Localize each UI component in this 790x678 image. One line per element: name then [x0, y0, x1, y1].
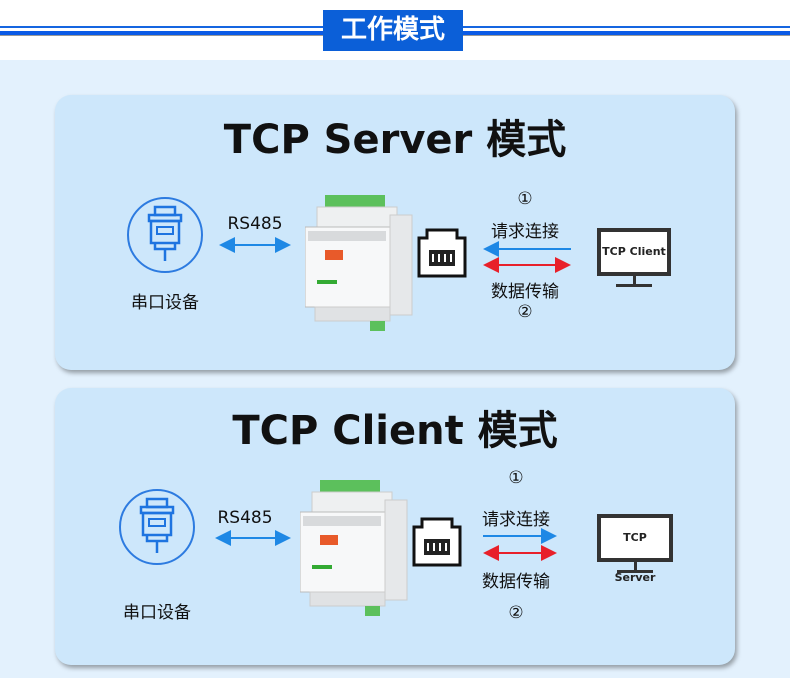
serial-device-icon — [127, 197, 203, 273]
rs485-arrow — [219, 237, 291, 253]
step-1: ① — [517, 189, 533, 209]
step-2: ② — [517, 302, 533, 322]
client-monitor-icon: TCP Client — [597, 228, 671, 290]
monitor-label: TCP Client — [597, 228, 671, 276]
rs485-label: RS485 — [227, 214, 283, 234]
request-label: 请求连接 — [482, 510, 550, 530]
ethernet-port-icon — [417, 228, 467, 278]
serial-device-label: 串口设备 — [131, 293, 199, 313]
rs485-arrow — [215, 530, 291, 546]
io-device-image — [300, 480, 408, 616]
tcp-client-panel: TCP Client 模式 串口设备 RS485 ① 请求连接 数据传输 ② T… — [55, 388, 735, 665]
step-1: ① — [508, 468, 524, 488]
step-2: ② — [508, 603, 524, 623]
tcp-server-panel: TCP Server 模式 串口设备 RS485 ① 请求连接 数据传输 ② T… — [55, 95, 735, 370]
header: 工作模式 — [0, 0, 790, 60]
panel-title: TCP Client 模式 — [232, 408, 558, 454]
ethernet-port-icon — [412, 517, 462, 567]
monitor-label: TCP Server — [597, 514, 673, 584]
serial-device-icon — [119, 489, 195, 565]
section-title: 工作模式 — [323, 10, 463, 51]
transfer-label: 数据传输 — [491, 282, 559, 302]
request-label: 请求连接 — [491, 222, 559, 242]
serial-device-label: 串口设备 — [123, 603, 191, 623]
server-monitor-icon: TCP Server — [597, 514, 673, 584]
io-device-image — [305, 195, 413, 331]
rs485-label: RS485 — [217, 508, 273, 528]
connection-arrows — [483, 528, 557, 561]
transfer-label: 数据传输 — [482, 572, 550, 592]
panel-title: TCP Server 模式 — [223, 117, 567, 163]
connection-arrows — [483, 241, 571, 273]
